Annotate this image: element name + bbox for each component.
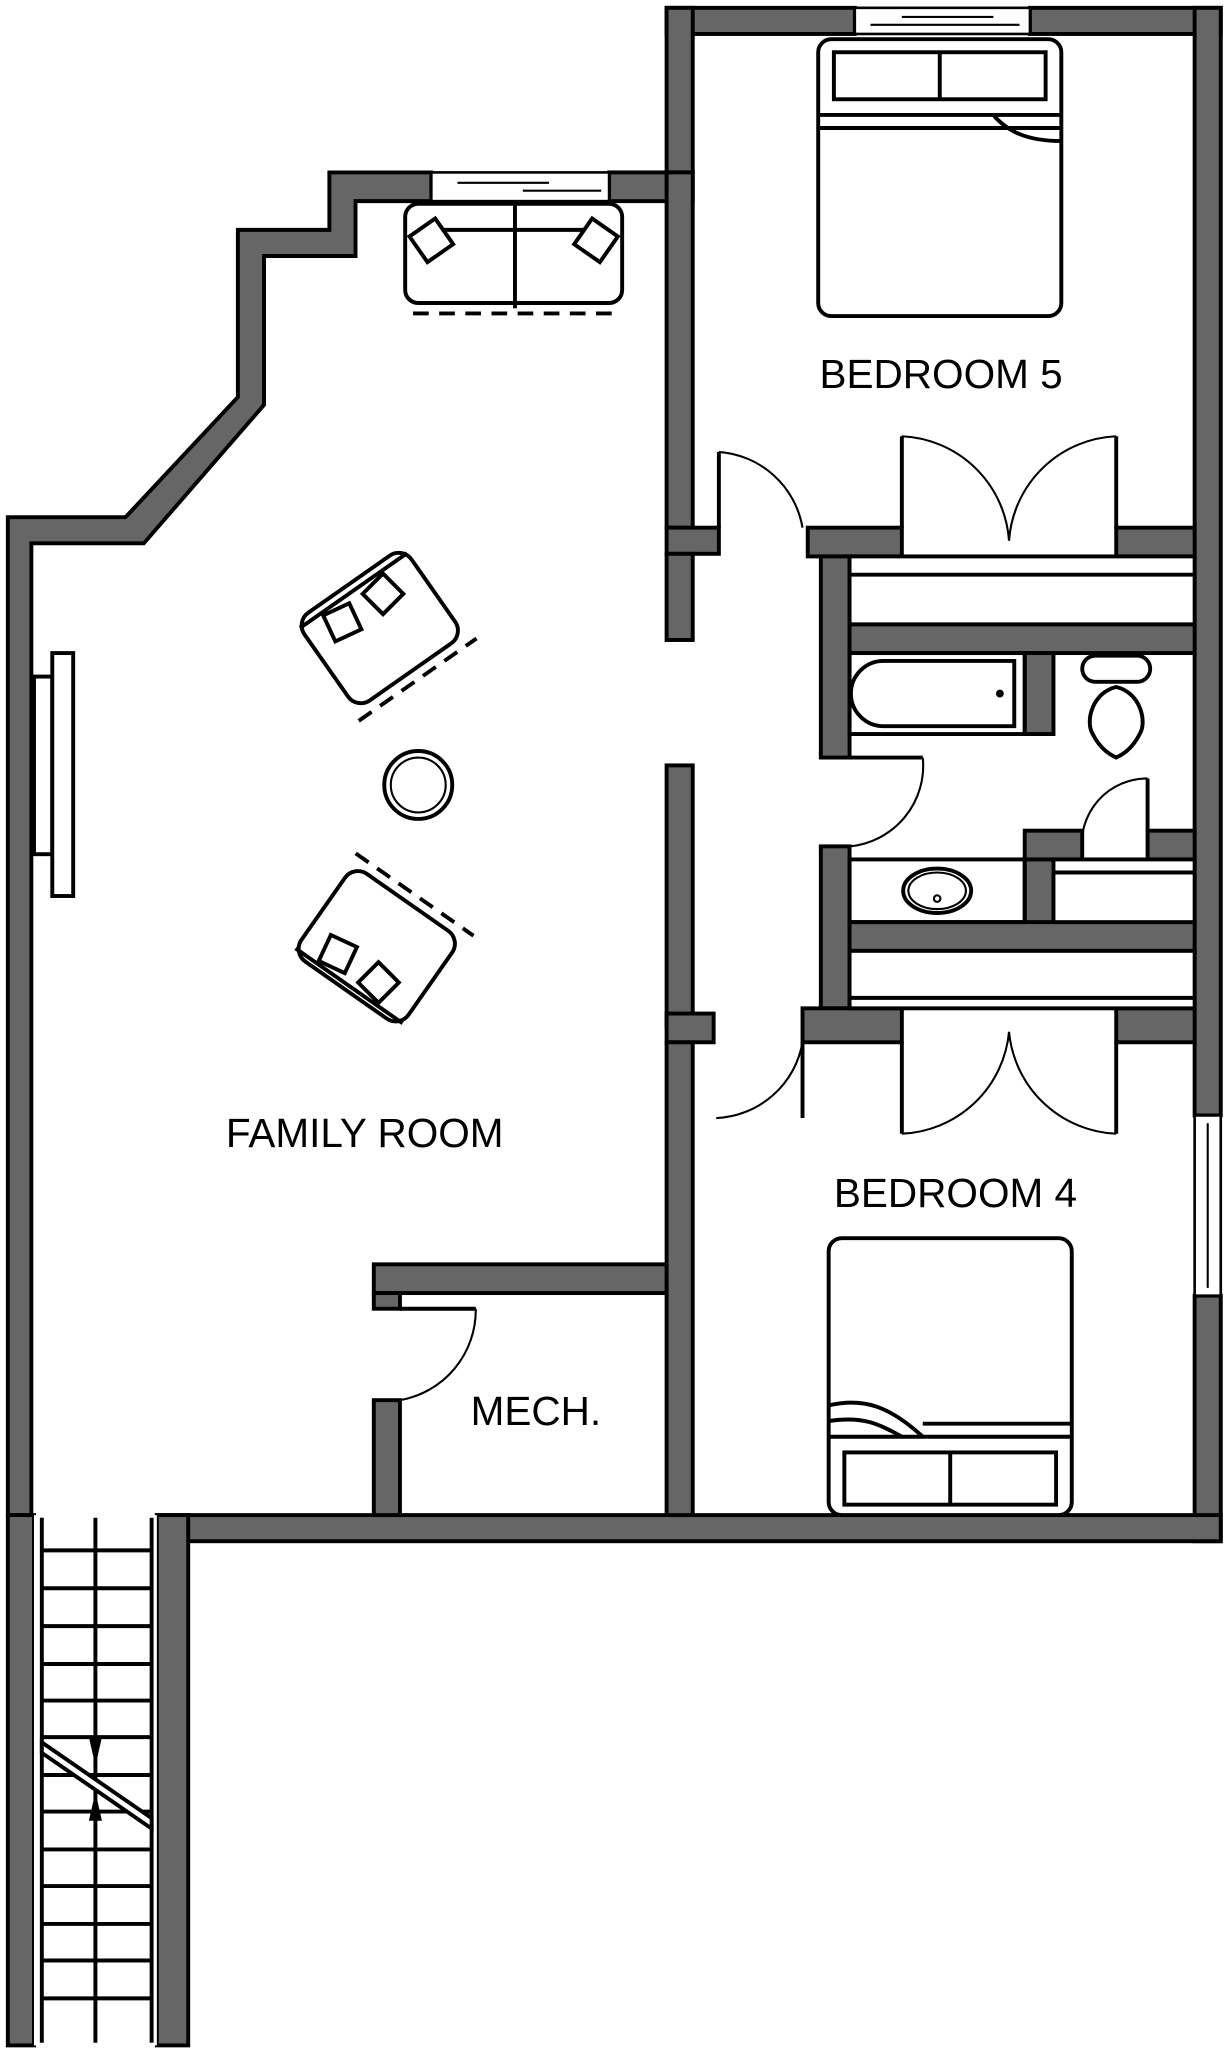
bed-bedroom-5: [816, 37, 1064, 319]
exterior-walls: [5, 5, 1223, 2048]
bathroom-fixtures: [847, 651, 1153, 925]
sink: [901, 866, 974, 915]
toilet-tank: [1080, 653, 1153, 684]
room-label-mech: MECH.: [471, 1388, 602, 1434]
bathtub: [848, 658, 1017, 729]
bed-bedroom-4: [826, 1236, 1074, 1518]
toilet-bowl: [1087, 685, 1145, 760]
room-label-family-room: FAMILY ROOM: [226, 1110, 504, 1156]
window-bedroom-5: [853, 6, 1032, 36]
stairs: [33, 1515, 157, 2046]
room-label-bedroom-4: BEDROOM 4: [834, 1170, 1077, 1216]
room-label-bedroom-5: BEDROOM 5: [820, 351, 1063, 397]
fireplace: [32, 651, 76, 898]
armchair-upper: [298, 550, 478, 723]
round-side-table: [382, 749, 455, 821]
closets: [847, 554, 1197, 1011]
armchair-lower: [294, 851, 475, 1025]
windows: [430, 6, 1223, 1297]
doors: [399, 435, 1150, 1402]
window-family-room: [430, 171, 611, 203]
sofa: [403, 201, 625, 316]
